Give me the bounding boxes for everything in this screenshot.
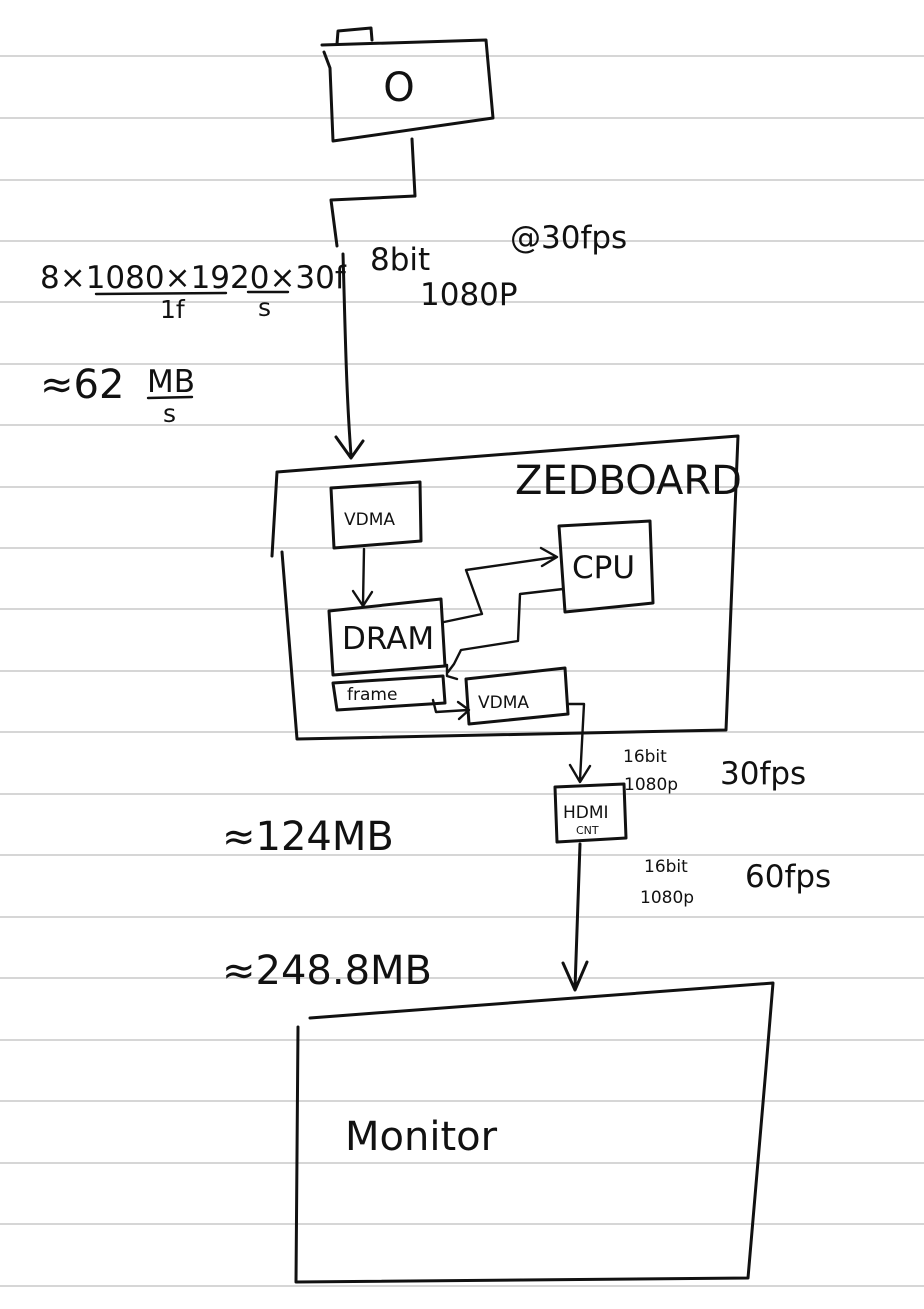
monitor: Monitor (294, 981, 775, 1284)
cpu-box (557, 519, 655, 614)
hdmi-controller-label: HDMI (563, 803, 609, 823)
formula-fraction-bar-1 (94, 291, 228, 296)
vdma-to-dram-arrow (351, 547, 374, 608)
hdmi-controller-sublabel: CNT (576, 824, 599, 837)
hdmi-in-bit-depth: 16bit (623, 747, 667, 767)
camera-link-bit-depth: 8bit (370, 242, 430, 278)
hdmi-to-monitor-arrow (561, 842, 589, 992)
vdma-out-label: VDMA (478, 693, 529, 713)
camera: O (320, 26, 495, 143)
zedboard: ZEDBOARD VDMA CPU DRAM frame VDMA (270, 434, 742, 784)
monitor-link-frame-rate: 60fps (745, 859, 831, 895)
result-unit-bottom: s (163, 399, 176, 428)
monitor-label: Monitor (345, 1114, 498, 1160)
vdma-in-label: VDMA (344, 510, 395, 530)
camera-top-bump (335, 26, 374, 46)
monitor-link-bit-depth: 16bit (644, 857, 688, 877)
monitor-box (294, 981, 775, 1284)
cpu-to-dram-arrow (445, 587, 565, 681)
bandwidth-30fps: ≈124MB (222, 814, 394, 860)
camera-body (320, 38, 495, 143)
bandwidth-calculation: 8×1080×1920×30f 1f s ≈62 MB s (40, 260, 347, 428)
ruled-lines (0, 55, 924, 1287)
cpu-label: CPU (572, 550, 635, 586)
zedboard-title: ZEDBOARD (515, 458, 742, 504)
bandwidth-60fps: ≈248.8MB (222, 948, 432, 994)
camera-to-zedboard-arrow (334, 252, 365, 460)
formula-bottom-unit: 1f (160, 295, 186, 324)
frame-to-vdma-arrow (431, 698, 471, 721)
formula-top: 8×1080×1920×30f (40, 260, 347, 296)
monitor-link-resolution: 1080p (640, 888, 694, 908)
vdma-in-box (329, 480, 423, 550)
hdmi-controller-box (553, 782, 628, 844)
result-unit-top: MB (147, 364, 195, 400)
result-fraction-bar (146, 395, 194, 400)
camera-cable (329, 137, 417, 248)
zedboard-outline (270, 434, 740, 741)
dram-box (327, 597, 447, 677)
vdma-to-hdmi-arrow (566, 702, 592, 784)
hdmi-controller: HDMI CNT (553, 782, 628, 844)
frame-buffer-label: frame (347, 685, 397, 705)
dram-label: DRAM (342, 621, 434, 657)
formula-bottom-time: s (258, 293, 271, 322)
hdmi-in-frame-rate: 30fps (720, 756, 806, 792)
camera-link-resolution: 1080P (420, 277, 518, 313)
camera-link-frame-rate: @30fps (510, 220, 627, 256)
dram-to-cpu-arrow (442, 546, 559, 624)
frame-buffer-box (331, 674, 447, 712)
camera-lens-label: O (383, 65, 414, 111)
result-approx: ≈62 (40, 362, 124, 408)
hdmi-in-resolution: 1080p (624, 775, 678, 795)
